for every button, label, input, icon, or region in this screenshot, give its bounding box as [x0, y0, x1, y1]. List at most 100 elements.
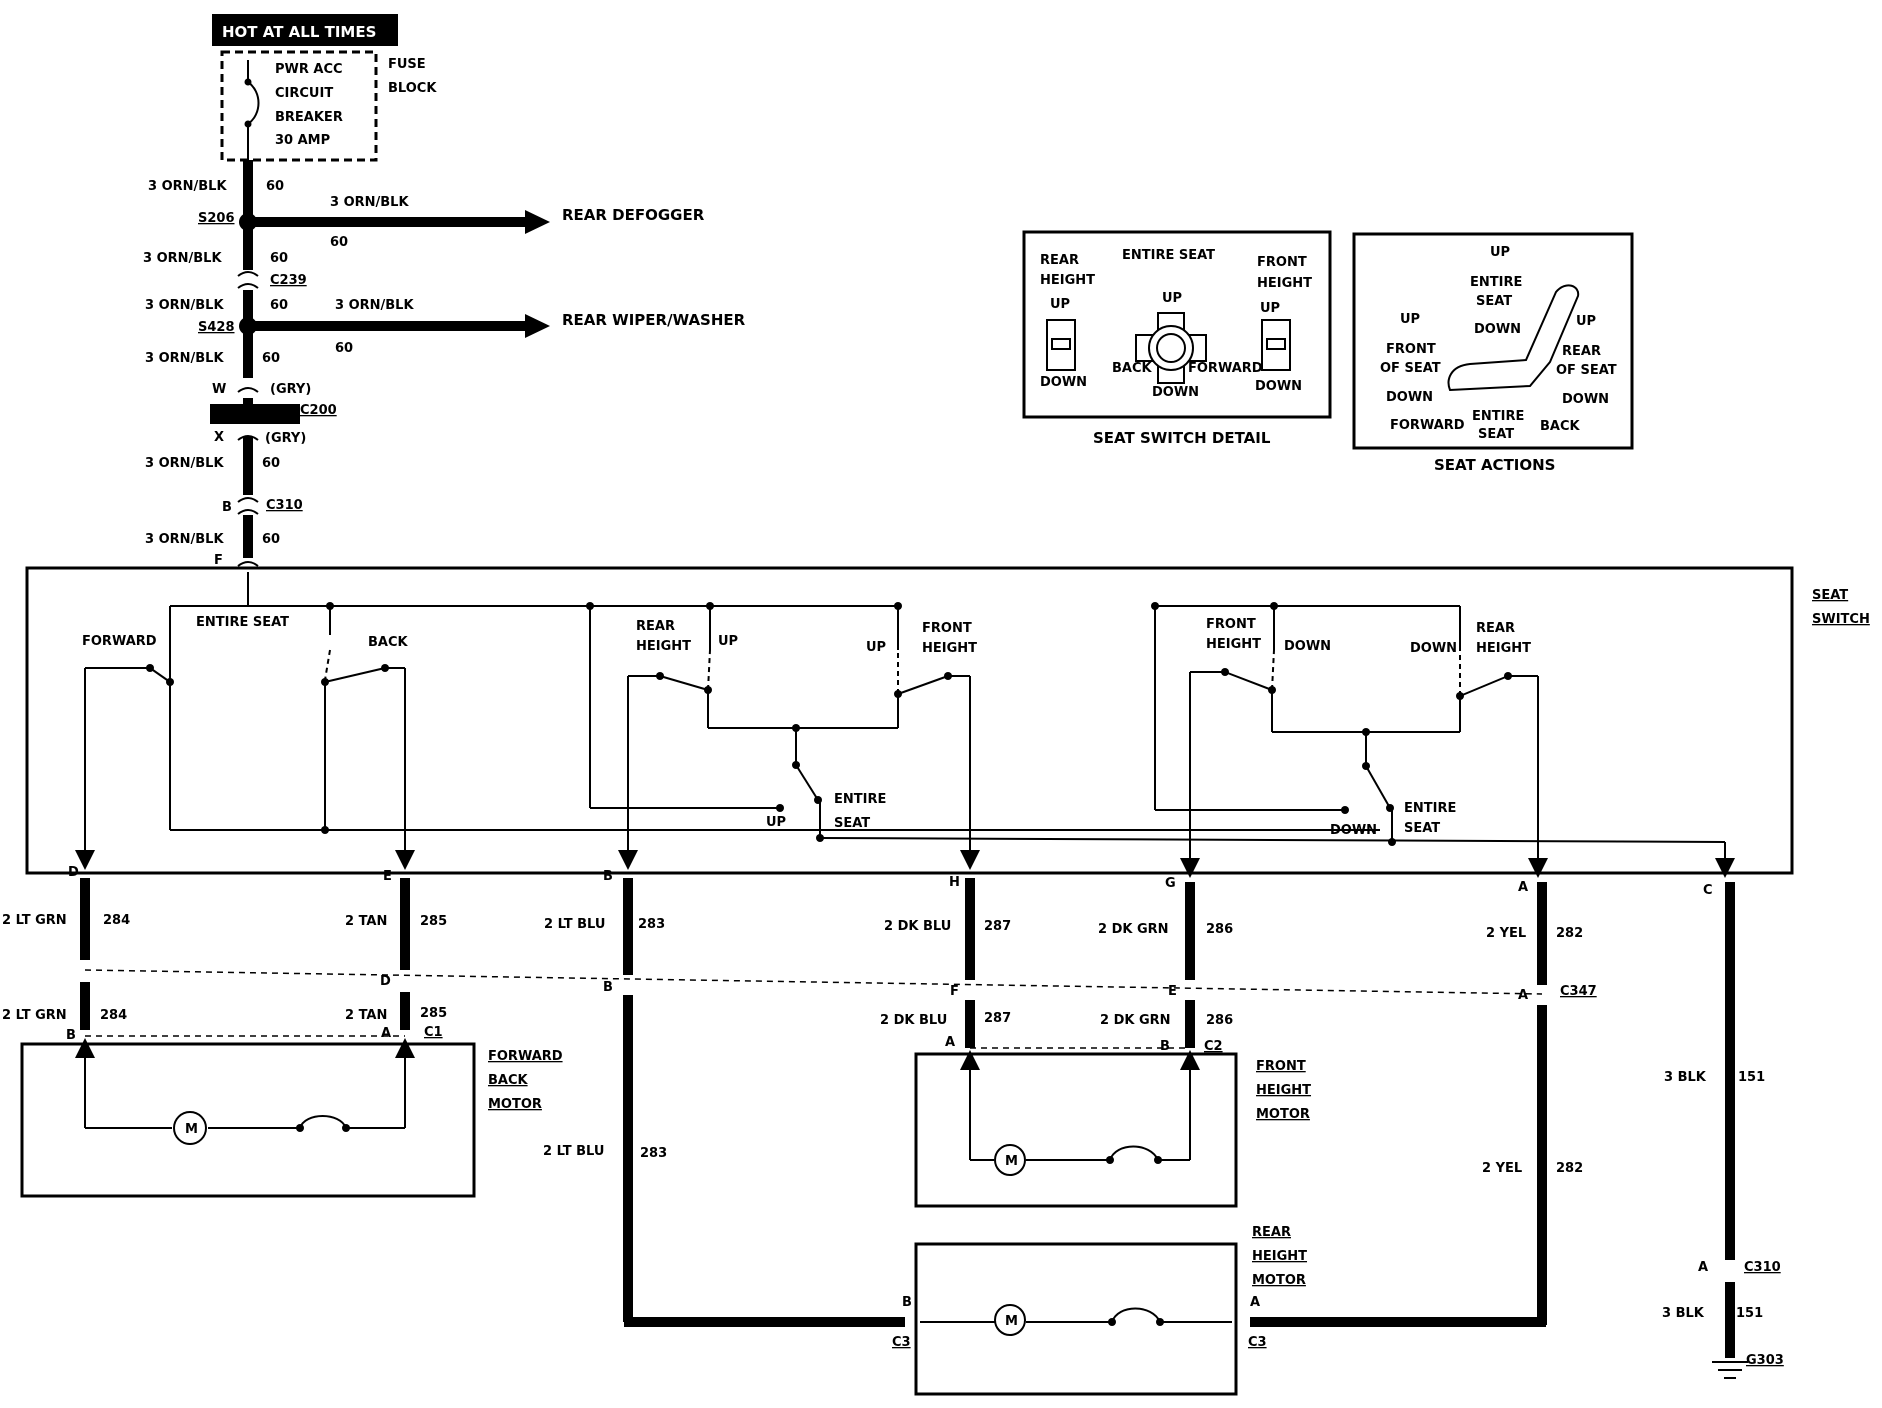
svg-text:B: B	[603, 869, 613, 884]
svg-text:A: A	[1250, 1295, 1260, 1310]
svg-text:HEIGHT: HEIGHT	[1476, 641, 1531, 656]
svg-text:A: A	[945, 1035, 955, 1050]
svg-text:PWR ACC: PWR ACC	[275, 62, 343, 77]
svg-text:UP: UP	[718, 634, 738, 649]
svg-text:REAR DEFOGGER: REAR DEFOGGER	[562, 206, 705, 224]
svg-text:C1: C1	[424, 1025, 443, 1040]
svg-text:285: 285	[420, 1006, 447, 1021]
svg-text:2 YEL: 2 YEL	[1482, 1161, 1522, 1176]
svg-text:30 AMP: 30 AMP	[275, 133, 330, 148]
svg-text:W: W	[212, 382, 226, 397]
svg-text:SEAT: SEAT	[1476, 294, 1512, 309]
svg-text:C310: C310	[266, 498, 303, 513]
svg-text:DOWN: DOWN	[1330, 823, 1377, 838]
svg-text:FRONT: FRONT	[922, 621, 972, 636]
svg-text:ENTIRE SEAT: ENTIRE SEAT	[196, 615, 289, 630]
main-feed-labels: 3 ORN/BLK 60 S206 3 ORN/BLK 60 C239 3 OR…	[143, 179, 337, 568]
svg-text:B: B	[222, 500, 232, 515]
svg-text:ENTIRE: ENTIRE	[834, 792, 886, 807]
svg-text:60: 60	[330, 235, 348, 250]
svg-text:DOWN: DOWN	[1474, 322, 1521, 337]
svg-text:3 ORN/BLK: 3 ORN/BLK	[145, 532, 224, 547]
svg-text:3 ORN/BLK: 3 ORN/BLK	[145, 351, 224, 366]
output-wires	[80, 878, 1748, 1379]
svg-text:CIRCUIT: CIRCUIT	[275, 86, 333, 101]
svg-text:284: 284	[100, 1008, 127, 1023]
svg-text:F: F	[214, 553, 223, 568]
svg-text:REAR: REAR	[1476, 621, 1515, 636]
front-height-motor: M A B C2 FRONT HEIGHT MOTOR	[914, 1035, 1311, 1208]
svg-text:M: M	[1005, 1154, 1018, 1169]
svg-text:2 LT GRN: 2 LT GRN	[2, 1008, 67, 1023]
svg-text:MOTOR: MOTOR	[488, 1097, 542, 1112]
svg-text:A: A	[1518, 988, 1528, 1003]
svg-text:282: 282	[1556, 926, 1583, 941]
svg-text:HEIGHT: HEIGHT	[1206, 637, 1261, 652]
svg-text:60: 60	[270, 251, 288, 266]
svg-text:286: 286	[1206, 1013, 1233, 1028]
hot-at-all-times-banner: HOT AT ALL TIMES	[212, 14, 398, 46]
svg-text:M: M	[1005, 1314, 1018, 1329]
svg-text:S428: S428	[198, 320, 235, 335]
svg-text:HEIGHT: HEIGHT	[1257, 276, 1312, 291]
seat-switch: SEAT SWITCH FORWARD ENTIRE SEAT BACK	[25, 566, 1870, 878]
svg-text:HEIGHT: HEIGHT	[1252, 1249, 1307, 1264]
svg-text:B: B	[902, 1295, 912, 1310]
svg-text:DOWN: DOWN	[1040, 375, 1087, 390]
svg-text:UP: UP	[1490, 245, 1510, 260]
svg-text:282: 282	[1556, 1161, 1583, 1176]
svg-text:283: 283	[640, 1146, 667, 1161]
svg-text:D: D	[380, 974, 391, 989]
svg-text:M: M	[185, 1122, 198, 1137]
svg-text:REAR: REAR	[1562, 344, 1601, 359]
svg-text:UP: UP	[1400, 312, 1420, 327]
svg-text:60: 60	[262, 456, 280, 471]
svg-text:SWITCH: SWITCH	[1812, 612, 1870, 627]
svg-text:REAR: REAR	[1252, 1225, 1291, 1240]
svg-text:2 LT BLU: 2 LT BLU	[543, 1144, 604, 1159]
svg-text:REAR WIPER/WASHER: REAR WIPER/WASHER	[562, 311, 746, 329]
svg-text:UP: UP	[1162, 291, 1182, 306]
svg-text:REAR: REAR	[636, 619, 675, 634]
svg-text:2 DK BLU: 2 DK BLU	[884, 919, 951, 934]
svg-text:2 LT GRN: 2 LT GRN	[2, 913, 67, 928]
svg-text:3 ORN/BLK: 3 ORN/BLK	[145, 298, 224, 313]
svg-text:DOWN: DOWN	[1152, 385, 1199, 400]
svg-text:284: 284	[103, 913, 130, 928]
svg-text:287: 287	[984, 1011, 1011, 1026]
svg-text:OF SEAT: OF SEAT	[1380, 361, 1441, 376]
svg-text:60: 60	[262, 532, 280, 547]
svg-text:151: 151	[1738, 1070, 1765, 1085]
svg-text:UP: UP	[1576, 314, 1596, 329]
svg-text:C: C	[1703, 883, 1713, 898]
svg-text:C347: C347	[1560, 984, 1597, 999]
svg-text:2 YEL: 2 YEL	[1486, 926, 1526, 941]
seat-switch-detail: REAR HEIGHT UP DOWN ENTIRE SEAT UP BACK …	[1022, 230, 1332, 447]
seat-actions: UP ENTIRE SEAT DOWN UP FRONT OF SEAT DOW…	[1352, 232, 1634, 474]
svg-text:C3: C3	[892, 1335, 911, 1350]
svg-text:SEAT: SEAT	[1812, 588, 1848, 603]
fuse-block: PWR ACC CIRCUIT BREAKER 30 AMP FUSE BLOC…	[220, 50, 437, 162]
svg-text:HOT AT ALL TIMES: HOT AT ALL TIMES	[222, 23, 376, 41]
main-feed-wire	[210, 160, 300, 567]
svg-text:C239: C239	[270, 273, 307, 288]
svg-text:3 ORN/BLK: 3 ORN/BLK	[335, 298, 414, 313]
svg-text:A: A	[381, 1026, 391, 1041]
svg-text:SEAT SWITCH DETAIL: SEAT SWITCH DETAIL	[1093, 429, 1271, 447]
svg-text:B: B	[1160, 1039, 1170, 1054]
svg-text:C310: C310	[1744, 1260, 1781, 1275]
svg-text:D: D	[68, 865, 79, 880]
svg-text:MOTOR: MOTOR	[1252, 1273, 1306, 1288]
svg-text:2 DK GRN: 2 DK GRN	[1100, 1013, 1171, 1028]
svg-text:H: H	[949, 875, 960, 890]
svg-text:2 DK BLU: 2 DK BLU	[880, 1013, 947, 1028]
svg-text:285: 285	[420, 914, 447, 929]
svg-text:B: B	[603, 980, 613, 995]
svg-text:G: G	[1165, 876, 1176, 891]
svg-text:SEAT ACTIONS: SEAT ACTIONS	[1434, 456, 1556, 474]
svg-text:UP: UP	[866, 640, 886, 655]
svg-text:151: 151	[1736, 1306, 1763, 1321]
wire-labels: D 2 LT GRN 284 2 LT GRN 284 B E 2 TAN 28…	[2, 865, 1784, 1368]
svg-text:FRONT: FRONT	[1256, 1059, 1306, 1074]
